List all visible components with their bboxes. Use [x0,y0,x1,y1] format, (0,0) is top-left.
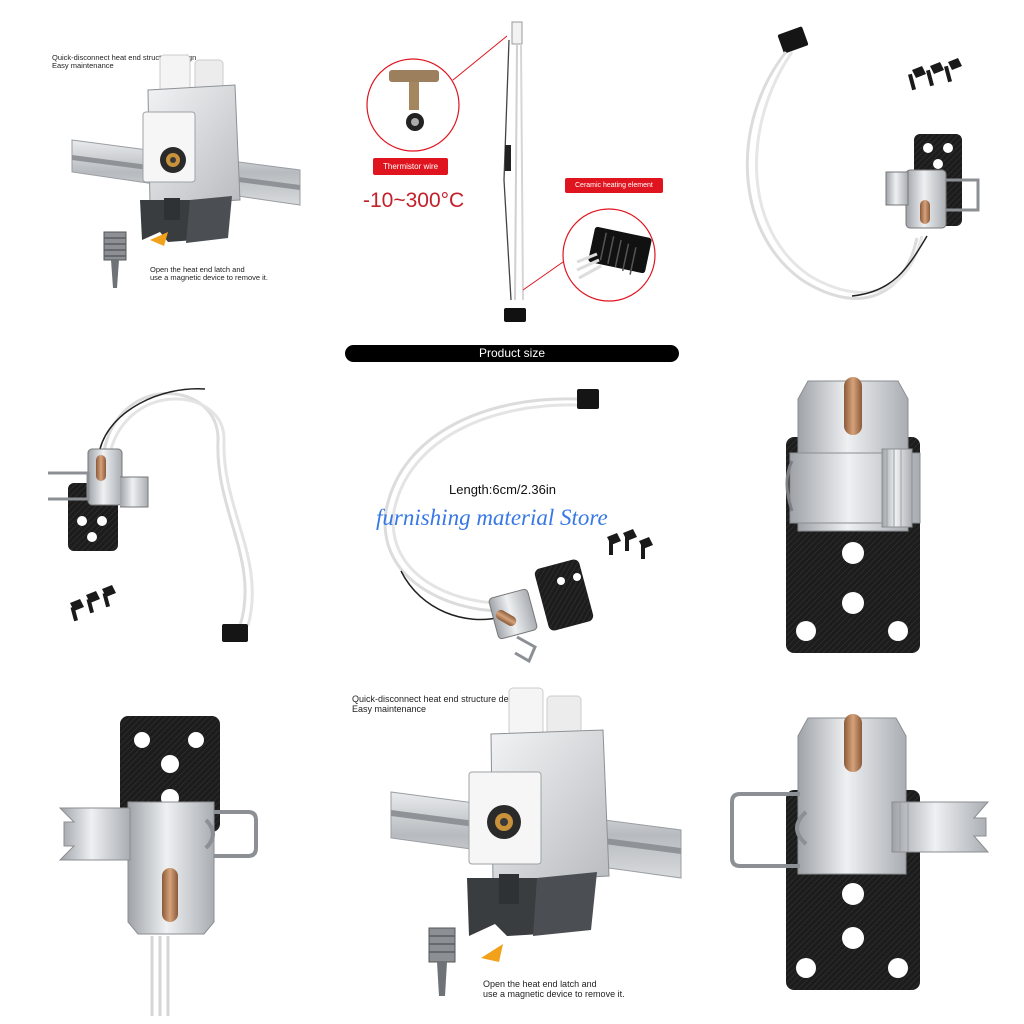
ceramic-heating-label: Ceramic heating element [565,178,663,193]
arrow-icon [150,232,168,246]
panel-cable-assembly-left [0,341,341,682]
panel8-caption-line2: Easy maintenance [352,704,427,714]
heater-block-icon [428,927,456,996]
panel1-note-line2: use a magnetic device to remove it. [150,273,268,282]
panel-wiring-diagram: Thermistor wire Ceramic heating element … [341,0,682,341]
panel1-caption-line1: Quick-disconnect heat end structure desi… [52,53,197,62]
panel-printhead-top: Quick-disconnect heat end structure desi… [0,0,341,341]
plate-clip-flipped-illustration [58,716,258,1016]
plate-clip-illustration [730,714,990,990]
panel8-caption-line1: Quick-disconnect heat end structure desi… [352,694,526,704]
store-watermark: furnishing material Store [376,505,608,530]
wiring-illustration [366,21,656,322]
screw-icon [70,585,116,622]
cable-assembly-illustration [745,26,980,300]
panel-printhead-bottom: Quick-disconnect heat end structure desi… [341,682,682,1023]
panel8-note-line1: Open the heat end latch and [483,979,597,989]
plate-closeup-illustration [785,377,921,653]
panel-plate-clip [682,682,1023,1023]
connector-icon [222,624,248,642]
product-length-illustration [383,389,653,664]
connector-icon [504,308,526,322]
cable-assembly-left-illustration [48,388,254,642]
connector-icon [777,26,809,54]
screw-icon [607,529,653,559]
panel1-caption-line2: Easy maintenance [52,61,114,70]
panel8-note-line2: use a magnetic device to remove it. [483,989,625,999]
printhead-bottom-illustration [390,687,682,996]
connector-icon [577,389,599,409]
temperature-range: -10~300°C [363,189,465,212]
heater-block-icon [103,231,127,288]
thermistor-wire-label: Thermistor wire [373,158,449,175]
product-size-bar: Product size [345,345,679,362]
printhead-illustration [71,54,301,288]
panel-cable-assembly [682,0,1023,341]
length-label: Length:6cm/2.36in [449,482,556,497]
screw-icon [907,58,962,91]
panel-product-length [341,341,682,682]
arrow-icon [481,944,503,962]
panel-plate-clip-flipped [0,682,341,1023]
panel-plate-closeup [682,341,1023,682]
panel1-note-line1: Open the heat end latch and [150,265,245,274]
